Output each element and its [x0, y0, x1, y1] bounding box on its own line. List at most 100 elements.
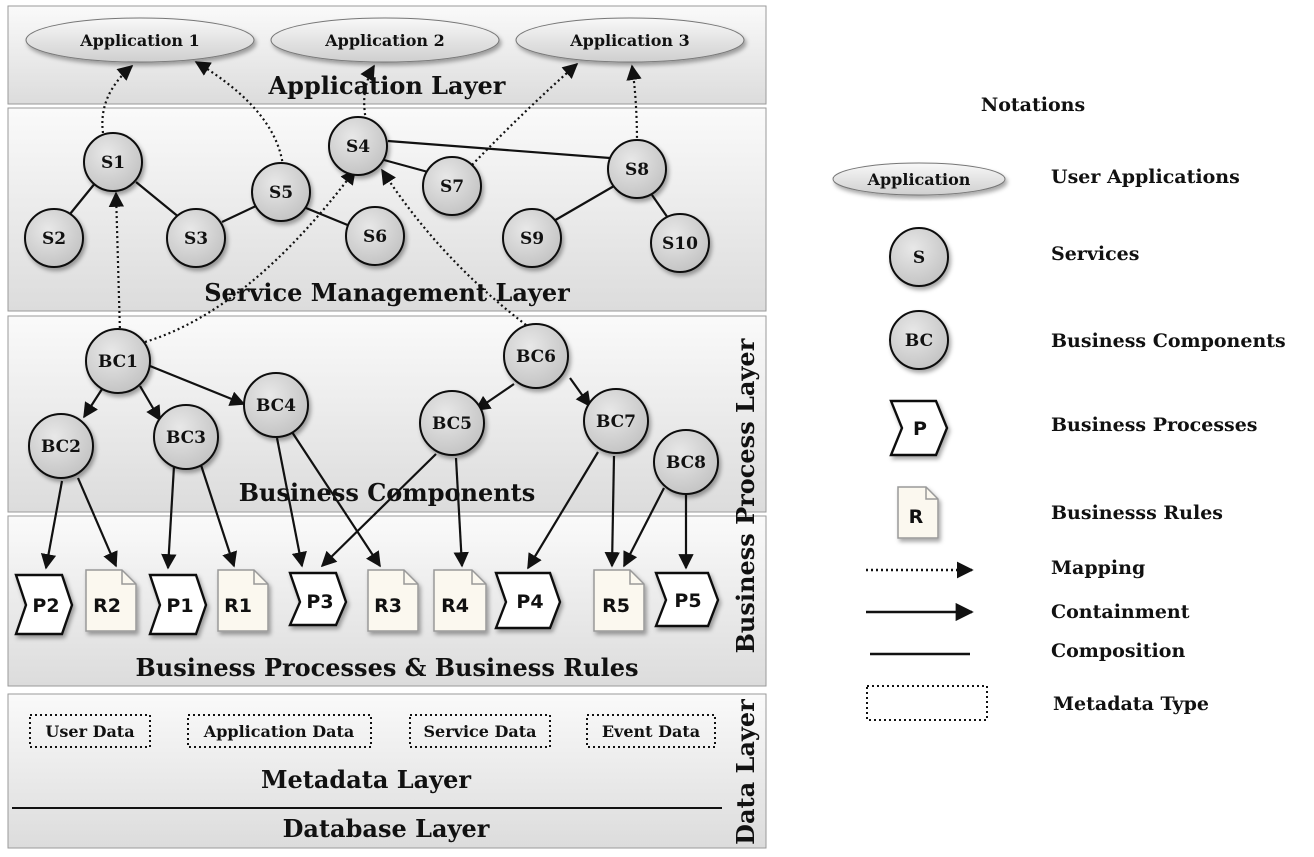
legend-bc-symbol-label: BC [905, 331, 933, 351]
business-processes: P2 P1 P3 P4 P5 [14, 571, 720, 636]
process-p5 [654, 571, 720, 628]
legend-application-ellipse [832, 162, 1006, 196]
mapping-edges [101, 61, 642, 344]
rule-r5-fold [629, 570, 644, 585]
containment-bc5-r4 [453, 457, 469, 568]
component-bc3-label: BC3 [166, 428, 206, 448]
rule-r5 [593, 569, 645, 632]
service-s8-label: S8 [625, 160, 649, 180]
service-s3-label: S3 [184, 229, 208, 249]
application-layer-title: Application Layer [268, 71, 506, 100]
processes-rules-title: Business Processes & Business Rules [136, 653, 639, 682]
process-p1-label: P1 [166, 595, 193, 617]
mapping-s5-app1 [194, 61, 285, 167]
rule-r3 [367, 569, 419, 632]
service-s6 [345, 206, 405, 266]
containment-edges [40, 364, 694, 570]
metadata-types: User Data Application Data Service Data … [29, 714, 716, 748]
containment-bc1-bc2 [83, 385, 105, 419]
service-s5 [251, 162, 311, 222]
application-3-label: Application 3 [569, 31, 690, 50]
component-bc6 [503, 323, 569, 389]
service-s3 [166, 208, 226, 268]
legend-metadata-type-box [866, 685, 988, 721]
business-process-layer-vertical-title: Business Process Layer [731, 338, 760, 653]
services: S1 S2 S3 S4 S5 S6 S7 S8 S9 S10 [24, 116, 710, 273]
database-layer-title: Database Layer [283, 814, 490, 843]
application-2-ellipse [270, 17, 500, 63]
component-bc4-label: BC4 [256, 396, 296, 416]
rule-r4-label: R4 [441, 595, 469, 617]
composition-s1-s3 [135, 181, 181, 219]
rule-r1-fold [253, 570, 268, 585]
composition-edges [69, 139, 669, 228]
legend-application-symbol-label: Application [867, 170, 971, 189]
service-s8 [607, 139, 667, 199]
composition-s8-s10 [651, 194, 669, 219]
metadata-layer-title: Metadata Layer [261, 765, 471, 794]
legend-services-label: Services [1051, 243, 1139, 265]
rule-r5-label: R5 [602, 595, 630, 617]
containment-bc5-p3 [320, 453, 437, 568]
legend-title: Notations [981, 94, 1085, 116]
legend-process-chevron [889, 399, 949, 457]
legend-business-processes-label: Business Processes [1051, 414, 1258, 436]
component-bc1 [85, 328, 151, 394]
applications: Application 1 Application 2 Application … [25, 17, 745, 63]
mapping-bc6-s4 [381, 168, 531, 329]
component-bc6-label: BC6 [516, 347, 556, 367]
component-bc5-label: BC5 [432, 414, 472, 434]
component-bc2-label: BC2 [41, 437, 81, 457]
legend-containment-label: Containment [1051, 601, 1190, 623]
containment-bc6-bc7 [569, 377, 591, 408]
metadata-user-data-box [29, 714, 151, 748]
service-s4-label: S4 [346, 137, 370, 157]
data-layer-band [7, 693, 767, 849]
application-2-label: Application 2 [324, 31, 445, 50]
legend-rule-fold [925, 487, 938, 500]
rule-r3-fold [403, 570, 418, 585]
containment-bc8-r5 [623, 487, 665, 568]
containment-bc2-r2 [76, 477, 118, 568]
legend-service-circle [889, 227, 949, 287]
application-3-ellipse [515, 17, 745, 63]
component-bc4 [243, 372, 309, 438]
composition-s4-s8 [387, 139, 611, 160]
mapping-bc1-s1 [108, 191, 125, 334]
mapping-bc1-s4 [144, 168, 356, 344]
service-s10 [650, 213, 710, 273]
application-1-label: Application 1 [79, 31, 200, 50]
application-1-ellipse [25, 17, 255, 63]
component-bc5 [419, 390, 485, 456]
service-s7-label: S7 [440, 177, 464, 197]
mapping-s1-app1 [101, 65, 134, 134]
metadata-application-data-box [187, 714, 372, 748]
component-bc7-label: BC7 [596, 412, 636, 432]
rule-r3-label: R3 [374, 595, 402, 617]
component-bc3 [153, 404, 219, 470]
process-p2-label: P2 [32, 595, 59, 617]
containment-bc3-p1 [161, 465, 177, 570]
metadata-service-data-box [409, 714, 551, 748]
service-s5-label: S5 [269, 183, 293, 203]
business-components: BC1 BC2 BC3 BC4 BC5 BC6 BC7 BC8 [28, 323, 719, 495]
process-p5-label: P5 [674, 590, 701, 612]
containment-bc4-r3 [291, 431, 381, 568]
composition-s5-s6 [305, 206, 351, 228]
legend-user-applications-label: User Applications [1051, 166, 1240, 188]
metadata-event-data-label: Event Data [602, 722, 700, 741]
rule-r4-fold [471, 570, 486, 585]
process-p1 [148, 573, 208, 636]
containment-bc1-bc4 [149, 364, 246, 406]
metadata-user-data-label: User Data [45, 722, 134, 741]
containment-bc4-p3 [275, 437, 307, 568]
service-s9 [502, 208, 562, 268]
component-bc2 [28, 413, 94, 479]
process-p4 [494, 571, 562, 630]
component-bc1-label: BC1 [98, 352, 138, 372]
legend-rule-symbol-label: R [909, 506, 924, 528]
process-p2 [14, 573, 74, 636]
legend-business-rules-label: Businesss Rules [1051, 502, 1223, 524]
composition-s8-s9 [551, 185, 615, 223]
